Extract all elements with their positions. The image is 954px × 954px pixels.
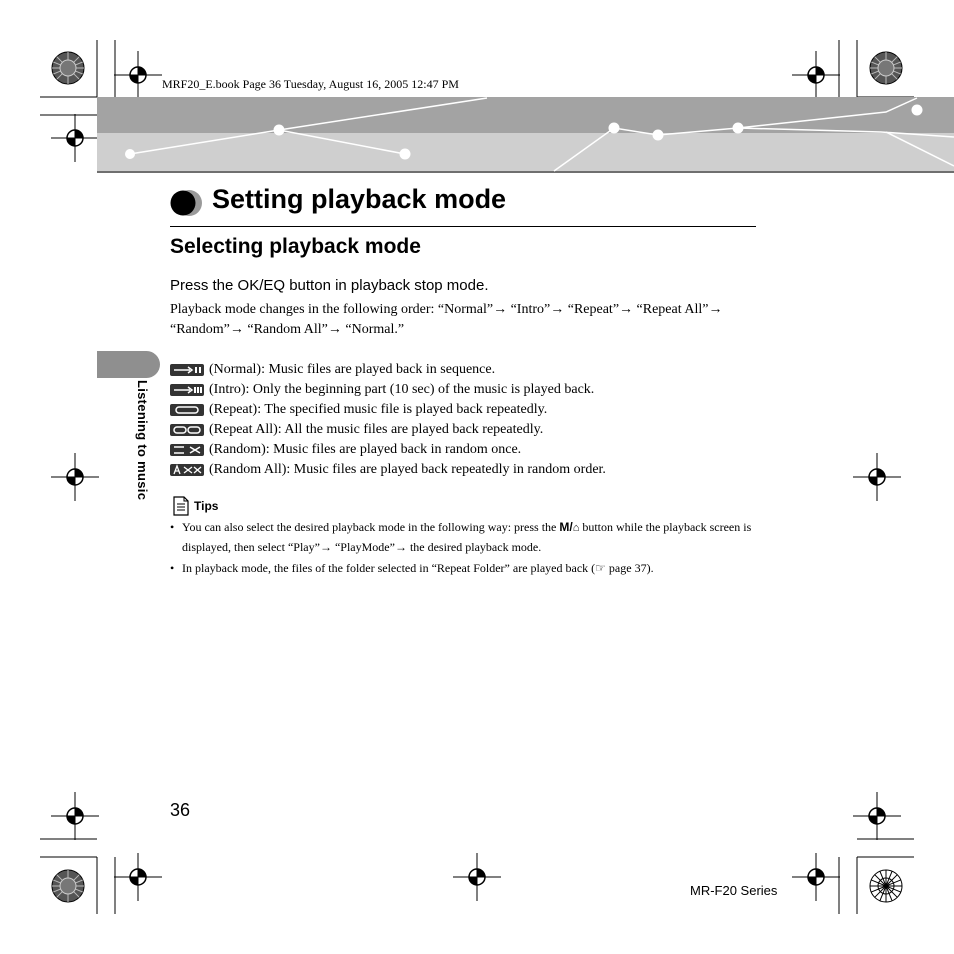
list-item: • In playback mode, the files of the fol… xyxy=(170,559,760,578)
arrow-icon: → xyxy=(708,302,723,317)
mode-description: (Repeat): The specified music file is pl… xyxy=(209,402,548,417)
page-title: Setting playback mode xyxy=(212,184,507,214)
tip-text: page 37). xyxy=(605,561,654,575)
tip-text: button while the playback screen is disp… xyxy=(182,520,752,554)
list-item: • You can also select the desired playba… xyxy=(170,518,760,557)
arrow-icon: → xyxy=(327,322,342,337)
list-item: (Repeat): The specified music file is pl… xyxy=(170,400,770,420)
arrow-icon: → xyxy=(619,302,634,317)
order-prefix: Playback mode changes in the following o… xyxy=(170,302,438,317)
repeat-all-mode-icon xyxy=(170,424,204,436)
bullet: • xyxy=(170,561,175,575)
order-item: “Random” xyxy=(170,322,230,337)
repeat-mode-icon xyxy=(170,404,204,416)
order-item: “Normal.” xyxy=(345,322,405,337)
menu-home-button-label: M/ xyxy=(559,520,573,534)
tips-list: • You can also select the desired playba… xyxy=(170,518,760,580)
arrow-icon: → xyxy=(394,540,407,554)
order-item: “Intro” xyxy=(510,302,551,317)
tips-header: Tips xyxy=(172,496,218,516)
memo-icon xyxy=(173,496,189,516)
list-item: (Random All): Music files are played bac… xyxy=(170,460,770,480)
arrow-icon: → xyxy=(493,302,508,317)
tip-text: the desired playback mode. xyxy=(406,540,542,554)
chapter-tab-label: Listening to music xyxy=(135,380,150,501)
order-item: “Normal” xyxy=(437,302,494,317)
list-item: (Normal): Music files are played back in… xyxy=(170,360,770,380)
random-mode-icon xyxy=(170,444,204,456)
order-item: “Repeat All” xyxy=(636,302,709,317)
mode-description: (Repeat All): All the music files are pl… xyxy=(209,422,544,437)
mode-order-paragraph: Playback mode changes in the following o… xyxy=(170,300,760,340)
chapter-tab-label-wrap: Listening to music xyxy=(128,380,158,530)
mode-description: (Random): Music files are played back in… xyxy=(209,442,522,457)
intro-mode-icon xyxy=(170,384,204,396)
bullet: • xyxy=(170,520,175,534)
list-item: (Random): Music files are played back in… xyxy=(170,440,770,460)
pointing-hand-icon: ☞ xyxy=(595,561,606,575)
title-bullet-icon xyxy=(170,190,202,216)
header-banner xyxy=(97,97,954,173)
tip-text: In playback mode, the files of the folde… xyxy=(182,561,596,575)
arrow-icon: → xyxy=(229,322,244,337)
mode-list: (Normal): Music files are played back in… xyxy=(170,360,770,480)
mode-description: (Intro): Only the beginning part (10 sec… xyxy=(209,382,595,397)
order-item: “Repeat” xyxy=(567,302,620,317)
list-item: (Repeat All): All the music files are pl… xyxy=(170,420,770,440)
normal-mode-icon xyxy=(170,364,204,376)
page-number: 36 xyxy=(170,800,191,820)
home-icon: ⌂ xyxy=(572,522,580,534)
file-info-header: MRF20_E.book Page 36 Tuesday, August 16,… xyxy=(162,77,459,91)
tip-text: “PlayMode” xyxy=(331,540,395,554)
mode-description: (Normal): Music files are played back in… xyxy=(209,362,496,377)
tips-label: Tips xyxy=(194,499,219,513)
tip-text: You can also select the desired playback… xyxy=(182,520,560,534)
mode-description: (Random All): Music files are played bac… xyxy=(209,462,606,477)
random-all-mode-icon xyxy=(170,464,204,476)
order-item: “Random All” xyxy=(247,322,328,337)
instruction-text: Press the OK/EQ button in playback stop … xyxy=(170,277,489,294)
list-item: (Intro): Only the beginning part (10 sec… xyxy=(170,380,770,400)
section-subtitle: Selecting playback mode xyxy=(170,235,421,258)
section-title-bar: Setting playback mode xyxy=(170,184,756,227)
chapter-tab xyxy=(97,351,160,378)
arrow-icon: → xyxy=(550,302,565,317)
footer-series: MR-F20 Series xyxy=(690,883,778,898)
arrow-icon: → xyxy=(319,540,332,554)
